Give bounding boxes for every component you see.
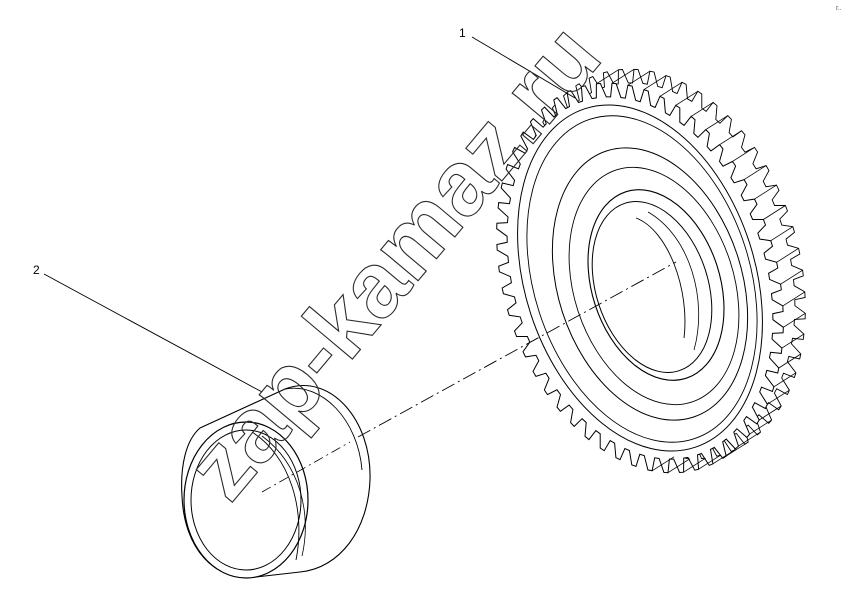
gear-hub-ring-inner: [568, 166, 740, 406]
gear-tooth-flank: [743, 165, 767, 180]
gear-tooth-flank: [732, 147, 755, 162]
gear-tooth-flank: [712, 449, 736, 465]
callout-label-2: 2: [33, 263, 40, 277]
bushing-bore-line: [251, 431, 300, 561]
bushing-front-face-outer: [183, 421, 309, 579]
callout-label-1: 1: [459, 26, 466, 40]
assembly-axis-line-bushing: [261, 441, 351, 493]
gear-tooth-flank: [643, 75, 667, 90]
leader-line-2: [43, 273, 263, 393]
gear-tooth-flank: [667, 458, 691, 474]
gear-tooth-flank: [749, 419, 772, 435]
gear-tooth-flank: [675, 90, 699, 106]
assembly-axis-line: [357, 261, 677, 438]
gear-tooth-flank: [773, 372, 797, 388]
gear-front-teeth: [496, 82, 784, 474]
gear-bore-rim: [587, 189, 725, 381]
gear-tooth-flank: [770, 226, 794, 242]
gear-tooth-flank: [776, 247, 799, 263]
gear-tooth-flank: [705, 115, 729, 130]
gear-bore-inner-edge: [635, 217, 686, 339]
gear-tooth-flank: [690, 102, 714, 117]
gear-tooth-flank: [719, 130, 742, 146]
bushing-bore-line-2: [261, 435, 306, 557]
bushing-part: [181, 384, 371, 579]
gear-tooth-flank: [725, 441, 749, 457]
corner-mark: г..: [836, 5, 842, 12]
gear-hub-ring-outer: [551, 147, 749, 421]
callout-2: 2: [33, 263, 263, 393]
gear-tooth-flank: [754, 184, 777, 200]
gear-bore-inner-edge-2: [647, 211, 700, 351]
gear-tooth-flank: [738, 431, 761, 447]
gear-tooth-flank: [651, 456, 675, 472]
gear-face-ring-outer: [517, 104, 763, 452]
leader-line-1: [471, 36, 576, 99]
gear-tooth-flanks: [596, 68, 806, 474]
callout-1: 1: [459, 26, 576, 99]
gear-face-ring-2: [526, 115, 758, 443]
gear-tooth-flank: [767, 389, 790, 405]
gear-tooth-flank: [778, 353, 802, 369]
gear-tooth-flank: [683, 457, 706, 473]
gear-tooth-flank: [698, 454, 721, 470]
bushing-front-face-inner: [190, 429, 302, 571]
bushing-back-edge: [284, 387, 363, 471]
gear-tooth-flank: [783, 312, 806, 328]
gear-tooth-flank: [627, 70, 651, 86]
gear-tooth-flank: [758, 405, 782, 421]
gear-tooth-flank: [596, 69, 619, 85]
gear-tooth-flank: [659, 81, 683, 97]
gear-tooth-flank: [780, 269, 803, 285]
gear-tooth-flank: [611, 68, 635, 84]
gear-part: [496, 68, 806, 474]
gear-tooth-flank: [763, 205, 786, 220]
gear-tooth-flank: [781, 333, 805, 349]
gear-tooth-flank: [782, 291, 806, 307]
